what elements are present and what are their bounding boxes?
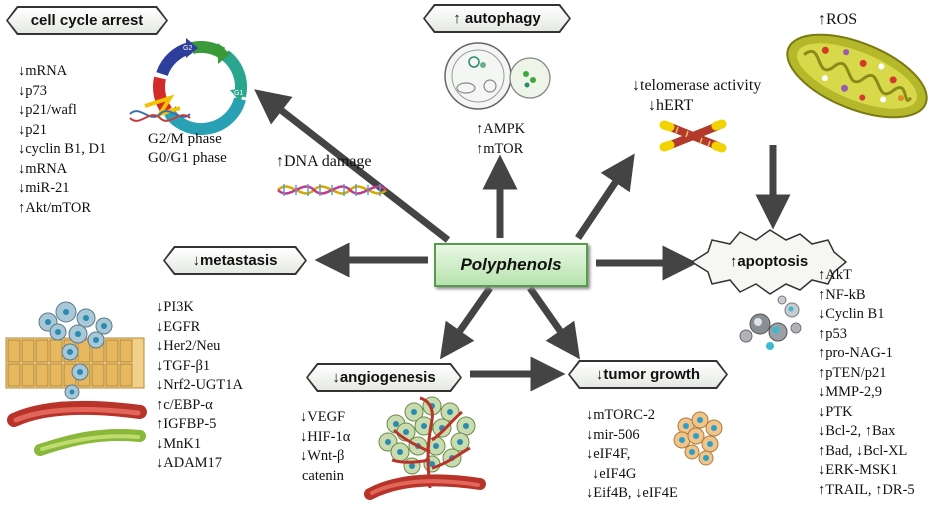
list-item: ↓Bcl-2, ↑Bax <box>818 423 896 439</box>
list-item: ↓p21/wafl <box>18 102 77 118</box>
ros-label: ↑ROS <box>818 11 858 28</box>
list-item: ↓mRNA <box>18 63 68 79</box>
list-item: catenin <box>302 467 344 484</box>
list-item: ↓mRNA <box>18 160 68 177</box>
apoptosis-markers: ↑AkT ↑NF-kB ↓Cyclin B1 ↑p53 ↑pro-NAG-1 ↑… <box>818 266 915 500</box>
list-item: ↓VEGF <box>300 409 346 425</box>
metastasis-label: ↓metastasis <box>163 246 307 275</box>
list-item: ↓mir-506 <box>586 426 640 443</box>
tumor-growth-markers: ↓mTORC-2 ↓mir-506 ↓eIF4F, ↓eIF4G ↓Eif4B,… <box>586 406 678 504</box>
arrow-to-telomerase <box>575 153 635 240</box>
list-item: ↓Eif4B, ↓eIF4E <box>586 485 678 501</box>
list-item: ↑AkT <box>818 267 852 283</box>
list-item: ↓Wnt-β <box>300 448 345 464</box>
list-item: ↓ERK-MSK1 <box>818 462 898 478</box>
autophagy-markers: ↑AMPK ↑mTOR <box>476 120 525 159</box>
cell-cycle-phases: G2/M phase G0/G1 phase <box>148 131 227 166</box>
list-item: ↑pro-NAG-1 <box>818 345 893 361</box>
list-item: ↓Cyclin B1 <box>818 306 885 322</box>
list-item: ↓MMP-2,9 <box>818 384 883 400</box>
list-item: ↓TGF-β1 <box>156 357 211 374</box>
list-item: ↓eIF4G <box>592 465 637 482</box>
list-item: ↓HIF-1α <box>300 428 351 445</box>
list-item: ↑pTEN/p21 <box>818 364 887 381</box>
list-item: ↓ADAM17 <box>156 455 223 471</box>
list-item: ↑IGFBP-5 <box>156 416 217 432</box>
list-item: ↓EGFR <box>156 318 201 335</box>
list-item: ↓p73 <box>18 82 47 99</box>
dna-damage-label: ↑DNA damage <box>276 153 372 170</box>
list-item: ↓PI3K <box>156 299 194 315</box>
list-item: ↑Akt/mTOR <box>18 199 92 216</box>
arrow-to-angiogenesis <box>439 285 493 360</box>
list-item: ↑Bad, ↓Bcl-XL <box>818 442 908 459</box>
telomerase-text: ↓telomerase activity ↓hERT <box>632 77 762 114</box>
autophagy-label: ↑ autophagy <box>423 4 571 33</box>
arrow-to-cell-cycle <box>254 89 451 243</box>
list-item: ↓mTORC-2 <box>586 407 656 423</box>
list-item: ↓Her2/Neu <box>156 338 221 354</box>
arrow-to-tumor-growth <box>527 285 581 360</box>
angiogenesis-markers: ↓VEGF ↓HIF-1α ↓Wnt-β catenin <box>300 408 350 486</box>
list-item: ↑NF-kB <box>818 286 866 303</box>
list-item: ↓MnK1 <box>156 435 202 452</box>
list-item: ↑AMPK <box>476 121 526 137</box>
apoptosis-label: ↑apoptosis <box>729 253 809 270</box>
list-item: ↓Nrf2-UGT1A <box>156 377 243 393</box>
list-item: ↓cyclin B1, D1 <box>18 141 107 157</box>
list-item: ↑c/EBP-α <box>156 396 213 413</box>
tumor-growth-label: ↓tumor growth <box>568 360 728 389</box>
metastasis-markers: ↓PI3K ↓EGFR ↓Her2/Neu ↓TGF-β1 ↓Nrf2-UGT1… <box>156 298 243 474</box>
list-item: ↓eIF4F, <box>586 446 631 462</box>
angiogenesis-label: ↓angiogenesis <box>306 363 462 392</box>
list-item: ↑p53 <box>818 325 847 342</box>
list-item: ↓PTK <box>818 403 853 420</box>
cell-cycle-arrest-label: cell cycle arrest <box>6 6 168 35</box>
polyphenols-center-box: Polyphenols <box>434 243 588 287</box>
list-item: ↑mTOR <box>476 140 524 157</box>
list-item: ↓p21 <box>18 121 47 138</box>
list-item: ↑TRAIL, ↑DR-5 <box>818 481 915 498</box>
list-item: ↓miR-21 <box>18 180 70 196</box>
cell-cycle-markers: ↓mRNA ↓p73 ↓p21/wafl ↓p21 ↓cyclin B1, D1… <box>18 62 106 218</box>
